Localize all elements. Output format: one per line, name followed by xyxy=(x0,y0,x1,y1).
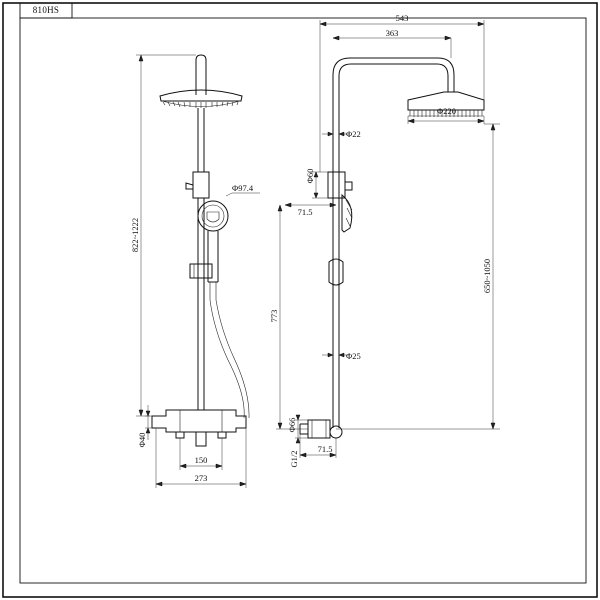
side-hand-shower xyxy=(341,193,353,233)
dim-outlet-dia: Φ66 xyxy=(287,418,297,433)
dim-valve-width: 273 xyxy=(195,473,208,483)
side-riser-pipe xyxy=(332,57,455,428)
side-holder-arm xyxy=(345,181,353,191)
front-hand-shower-ring xyxy=(201,204,225,228)
model-code-box xyxy=(19,2,73,19)
front-slide-holder xyxy=(189,263,213,279)
dim-height-range: 822~1222 xyxy=(130,218,140,252)
front-dimensions xyxy=(136,54,260,488)
front-upper-pipe xyxy=(197,108,205,172)
side-outlet-knob xyxy=(329,425,343,439)
front-top-elbow xyxy=(195,54,207,95)
dim-holder-dia: Φ60 xyxy=(305,169,315,184)
dim-pipe-dia-top: Φ22 xyxy=(346,129,361,139)
side-view xyxy=(299,57,485,439)
front-shower-head xyxy=(159,89,243,102)
front-slide-bar xyxy=(197,198,205,410)
front-valve-spout xyxy=(195,432,207,447)
dim-total-reach: 543 xyxy=(396,13,409,23)
dim-arm-reach: 363 xyxy=(386,28,399,38)
dim-total-height: 650~1050 xyxy=(482,259,492,293)
dim-thread: G1/2 xyxy=(289,451,299,468)
front-hand-shower-face xyxy=(206,211,220,223)
dim-holder-offset: 71.5 xyxy=(298,207,313,217)
side-dimensions xyxy=(276,20,500,458)
front-shower-nozzles xyxy=(161,100,241,108)
front-diverter-holder xyxy=(192,171,210,199)
model-code-label: 810HS xyxy=(32,5,60,15)
front-hose xyxy=(209,282,250,419)
side-slide-holder xyxy=(328,258,344,286)
front-inlet-right xyxy=(217,432,227,439)
dim-pipe-dia-bottom: Φ25 xyxy=(346,351,361,361)
inner-border xyxy=(19,17,587,584)
front-hand-shower-head xyxy=(197,200,229,232)
side-outlet-body xyxy=(307,419,331,439)
dim-head-dia: Φ220 xyxy=(437,106,456,116)
front-hand-shower-handle xyxy=(207,231,219,283)
side-shower-nozzles xyxy=(408,110,484,117)
front-valve-body xyxy=(151,409,247,433)
dim-outlet-offset: 71.5 xyxy=(318,444,333,454)
side-holder xyxy=(327,171,346,199)
front-diverter-lever xyxy=(185,182,194,190)
dim-inlet-spacing: 150 xyxy=(195,455,208,465)
dim-valve-height: Φ40 xyxy=(137,433,147,448)
dim-handshower-dia: Φ97.4 xyxy=(232,183,254,193)
front-inlet-left xyxy=(175,432,185,439)
dim-bar-height: 773 xyxy=(269,310,279,323)
front-view xyxy=(151,54,250,447)
